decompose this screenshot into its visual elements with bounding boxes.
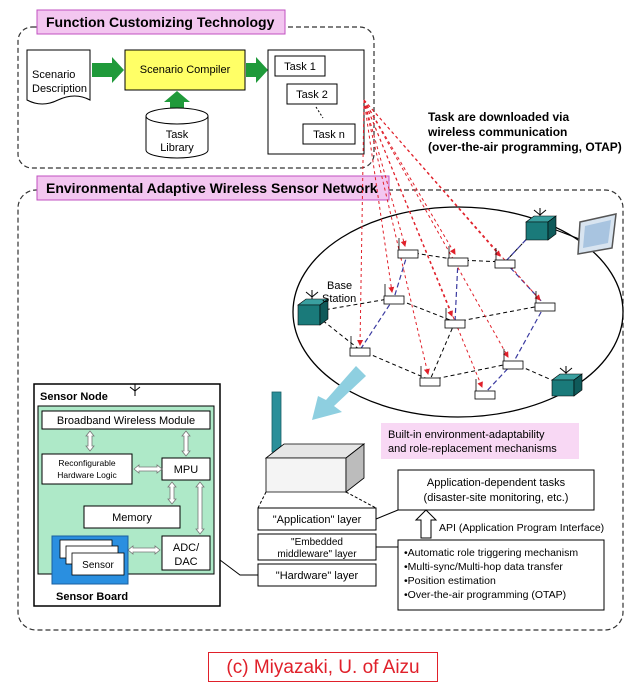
adc-label-2: DAC (174, 556, 197, 568)
bottom-title: Environmental Adaptive Wireless Sensor N… (46, 180, 378, 196)
ota-note-3: (over-the-air programming, OTAP) (428, 140, 622, 154)
sensor-node-icon (349, 336, 371, 357)
task-n-label: Task n (313, 129, 345, 141)
task-1-label: Task 1 (284, 61, 316, 73)
application-layer-label: "Application" layer (273, 514, 362, 526)
base-station-icon (297, 290, 329, 326)
top-title: Function Customizing Technology (46, 14, 275, 30)
scenario-compiler-box (124, 49, 246, 91)
api-arrow-icon (414, 509, 438, 539)
panel-to-hardware-link (219, 559, 258, 576)
bottom-title-box (36, 175, 390, 201)
middleware-layer-label-2: middleware" layer (277, 549, 357, 560)
top-title-box (36, 9, 286, 35)
copyright-credit: (c) Miyazaki, U. of Aizu (208, 652, 438, 682)
scenario-label-2: Description (32, 83, 87, 95)
internal-bus-arrows (85, 430, 205, 555)
mechanism-item-2: •Multi-sync/Multi-hop data transfer (404, 561, 563, 573)
reconfigurable-label-1: Reconfigurable (58, 458, 115, 468)
task-n-box (302, 123, 356, 145)
builtin-note-1: Built-in environment-adaptability (388, 429, 545, 441)
builtin-note-2: and role-replacement mechanisms (388, 443, 557, 455)
builtin-note-box (381, 423, 579, 459)
memory-box (83, 505, 181, 529)
api-label: API (Application Program Interface) (439, 522, 604, 534)
base-station-icon (551, 366, 583, 397)
task-1-box (274, 55, 326, 77)
memory-label: Memory (112, 512, 152, 524)
sensor-node-icon (447, 246, 469, 267)
sensor-card-front (71, 552, 125, 576)
sensor-node-icon (534, 291, 556, 312)
broadband-module-label: Broadband Wireless Module (57, 415, 195, 427)
zoom-arrow (312, 366, 366, 420)
base-station-icon (525, 208, 557, 241)
scenario-label-1: Scenario (32, 69, 75, 81)
base-station-label-1: Base (327, 280, 352, 292)
hardware-layer-label: "Hardware" layer (276, 570, 359, 582)
reconfigurable-label-2: Hardware Logic (57, 470, 117, 480)
sensor-node-icon (383, 284, 405, 305)
sensor-node-title: Sensor Node (40, 391, 108, 403)
ota-arrows (357, 99, 541, 388)
mechanism-item-3: •Position estimation (404, 575, 496, 587)
adc-dac-box (161, 535, 211, 571)
sensor-node-icon (474, 379, 496, 400)
sensor-node-icon (444, 308, 466, 329)
task-2-box (286, 83, 338, 105)
middleware-layer-label-1: "Embedded (291, 537, 343, 548)
task-library-label-2: Library (160, 142, 194, 154)
mechanism-item-1: •Automatic role triggering mechanism (404, 547, 578, 559)
sensor-nodes (349, 238, 556, 400)
arrow-doc-to-compiler (92, 57, 124, 83)
ota-note-1: Task are downloaded via (428, 110, 569, 124)
task-library-icon (145, 116, 209, 159)
broadband-module-box (41, 410, 211, 430)
sensor-node-icon (502, 349, 524, 370)
ota-note-2: wireless communication (427, 125, 567, 139)
monitor-icon (555, 213, 617, 255)
sensor-board-label: Sensor Board (56, 591, 128, 603)
sensor-node-icon (419, 366, 441, 387)
reconfigurable-logic-box (41, 453, 133, 485)
task-2-label: Task 2 (296, 89, 328, 101)
scenario-compiler-label: Scenario Compiler (140, 64, 231, 76)
adc-label-1: ADC/ (173, 542, 200, 554)
mechanism-item-4: •Over-the-air programming (OTAP) (404, 589, 566, 601)
app-tasks-2: (disaster-site monitoring, etc.) (424, 492, 569, 504)
base-station-label-2: Station (322, 293, 356, 305)
app-tasks-box (397, 469, 595, 511)
network-area (292, 206, 624, 418)
sensor-node-icon (397, 238, 419, 259)
arrow-compiler-to-tasks (246, 57, 268, 83)
mechanisms-box (397, 539, 605, 611)
middleware-layer-box (257, 533, 377, 561)
app-tasks-1: Application-dependent tasks (427, 477, 566, 489)
scenario-doc-icon (26, 49, 91, 105)
task-library-label-1: Task (166, 129, 189, 141)
sensor-label: Sensor (82, 560, 114, 571)
antenna-icon (129, 386, 141, 392)
sensor-node-icon (494, 248, 516, 269)
sensor-device-icon (264, 391, 366, 493)
mpu-label: MPU (174, 464, 199, 476)
arrow-library-to-compiler (164, 91, 190, 112)
